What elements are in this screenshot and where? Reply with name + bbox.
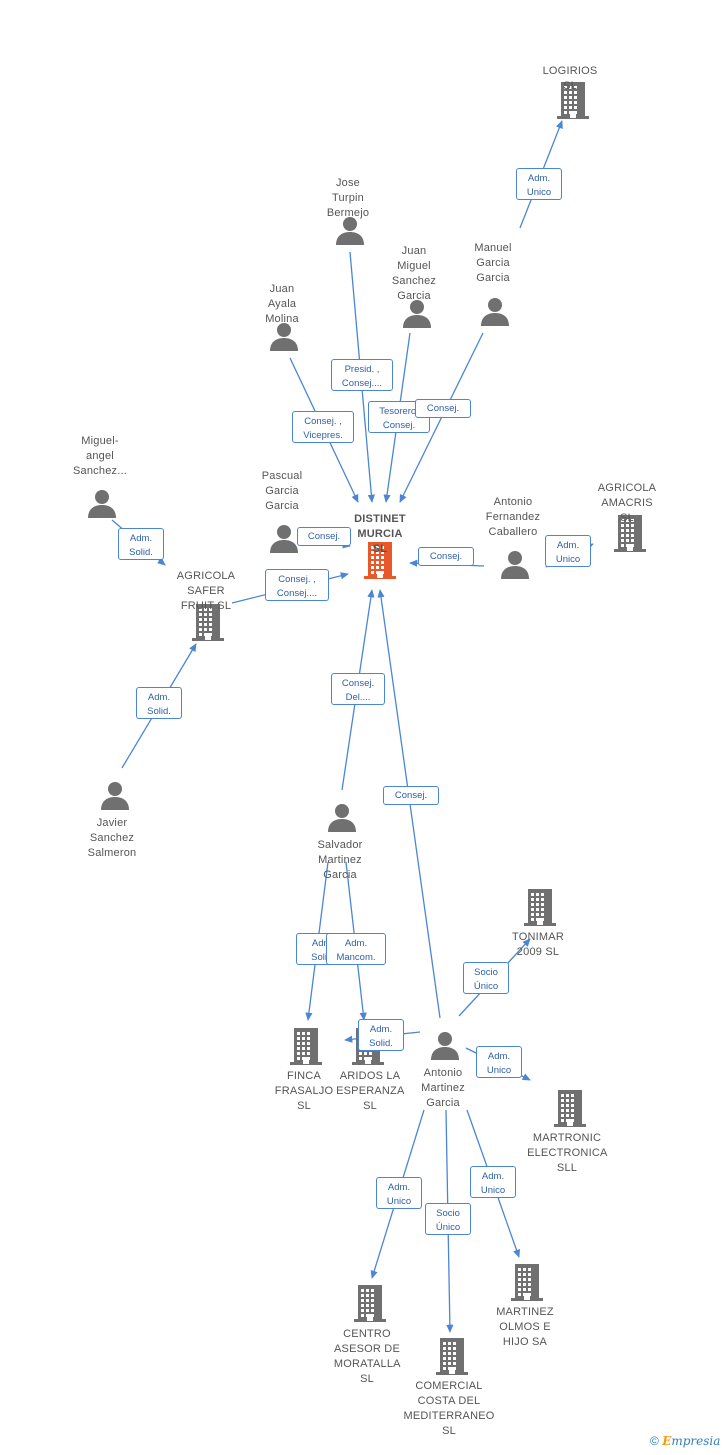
role-badge[interactable]: Consej. , Consej.... <box>265 569 329 601</box>
role-badge[interactable]: Socio Único <box>425 1203 471 1235</box>
node-label[interactable]: FINCA FRASALJO SL <box>274 1070 334 1112</box>
person-icon[interactable] <box>326 801 358 838</box>
footer-brand[interactable]: © Empresia <box>650 1434 720 1448</box>
person-icon[interactable] <box>86 487 118 524</box>
person-icon[interactable] <box>499 548 531 585</box>
node-label[interactable]: MARTINEZ OLMOS E HIJO SA <box>496 1306 554 1348</box>
building-icon[interactable] <box>555 80 591 125</box>
node-label[interactable]: AGRICOLA AMACRIS SL <box>597 482 657 524</box>
role-badge[interactable]: Adm. Unico <box>476 1046 522 1078</box>
node-label[interactable]: DISTINET MURCIA SL <box>354 513 406 555</box>
building-icon[interactable] <box>434 1336 470 1381</box>
role-badge[interactable]: Adm. Unico <box>516 168 562 200</box>
empresia-logo: Empresia <box>662 1434 721 1448</box>
building-icon[interactable] <box>362 540 398 585</box>
role-badge[interactable]: Adm. Unico <box>545 535 591 567</box>
node-label[interactable]: AGRICOLA SAFER FRUIT SL <box>176 570 236 612</box>
node-label[interactable]: Miguel- angel Sanchez... <box>73 435 127 477</box>
building-icon[interactable] <box>552 1088 588 1133</box>
node-label[interactable]: Juan Ayala Molina <box>265 283 299 325</box>
node-label[interactable]: Manuel Garcia Garcia <box>474 242 512 284</box>
role-badge[interactable]: Adm. Unico <box>470 1166 516 1198</box>
role-badge[interactable]: Presid. , Consej.... <box>331 359 393 391</box>
role-badge[interactable]: Consej. <box>415 399 471 418</box>
role-badge[interactable]: Consej. <box>418 547 474 566</box>
node-label[interactable]: LOGIRIOS SL <box>542 65 598 92</box>
building-icon[interactable] <box>612 513 648 558</box>
building-icon[interactable] <box>288 1026 324 1071</box>
node-label[interactable]: Antonio Fernandez Caballero <box>485 496 541 538</box>
building-icon[interactable] <box>522 887 558 932</box>
role-badge[interactable]: Consej. , Vicepres. <box>292 411 354 443</box>
role-badge[interactable]: Adm. Unico <box>376 1177 422 1209</box>
copyright-symbol: © <box>650 1434 659 1448</box>
role-badge[interactable]: Adm. Mancom. <box>326 933 386 965</box>
person-icon[interactable] <box>429 1029 461 1066</box>
role-badge[interactable]: Adm. Solid. <box>136 687 182 719</box>
building-icon[interactable] <box>352 1283 388 1328</box>
person-icon[interactable] <box>268 522 300 559</box>
person-icon[interactable] <box>334 214 366 251</box>
role-badge[interactable]: Socio Único <box>463 962 509 994</box>
node-label[interactable]: Jose Turpin Bermejo <box>326 177 370 219</box>
node-label[interactable]: Salvador Martinez Garcia <box>317 839 363 881</box>
role-badge[interactable]: Adm. Solid. <box>118 528 164 560</box>
person-icon[interactable] <box>401 297 433 334</box>
person-icon[interactable] <box>99 779 131 816</box>
node-label[interactable]: COMERCIAL COSTA DEL MEDITERRANEO SL <box>403 1380 495 1437</box>
node-label[interactable]: Javier Sanchez Salmeron <box>87 817 137 859</box>
person-icon[interactable] <box>479 295 511 332</box>
building-icon[interactable] <box>509 1262 545 1307</box>
node-label[interactable]: MARTRONIC ELECTRONICA SLL <box>527 1132 608 1174</box>
node-label[interactable]: Antonio Martinez Garcia <box>421 1067 465 1109</box>
node-label[interactable]: ARIDOS LA ESPERANZA SL <box>336 1070 405 1112</box>
role-badge[interactable]: Adm. Solid. <box>358 1019 404 1051</box>
role-badge[interactable]: Consej. <box>297 527 351 546</box>
node-label[interactable]: CENTRO ASESOR DE MORATALLA SL <box>333 1328 401 1385</box>
node-label[interactable]: Pascual Garcia Garcia <box>261 470 303 512</box>
role-badge[interactable]: Consej. Del.... <box>331 673 385 705</box>
node-label[interactable]: TONIMAR 2009 SL <box>512 931 564 958</box>
building-icon[interactable] <box>190 602 226 647</box>
node-label[interactable]: Juan Miguel Sanchez Garcia <box>391 245 437 302</box>
person-icon[interactable] <box>268 320 300 357</box>
role-badge[interactable]: Consej. <box>383 786 439 805</box>
